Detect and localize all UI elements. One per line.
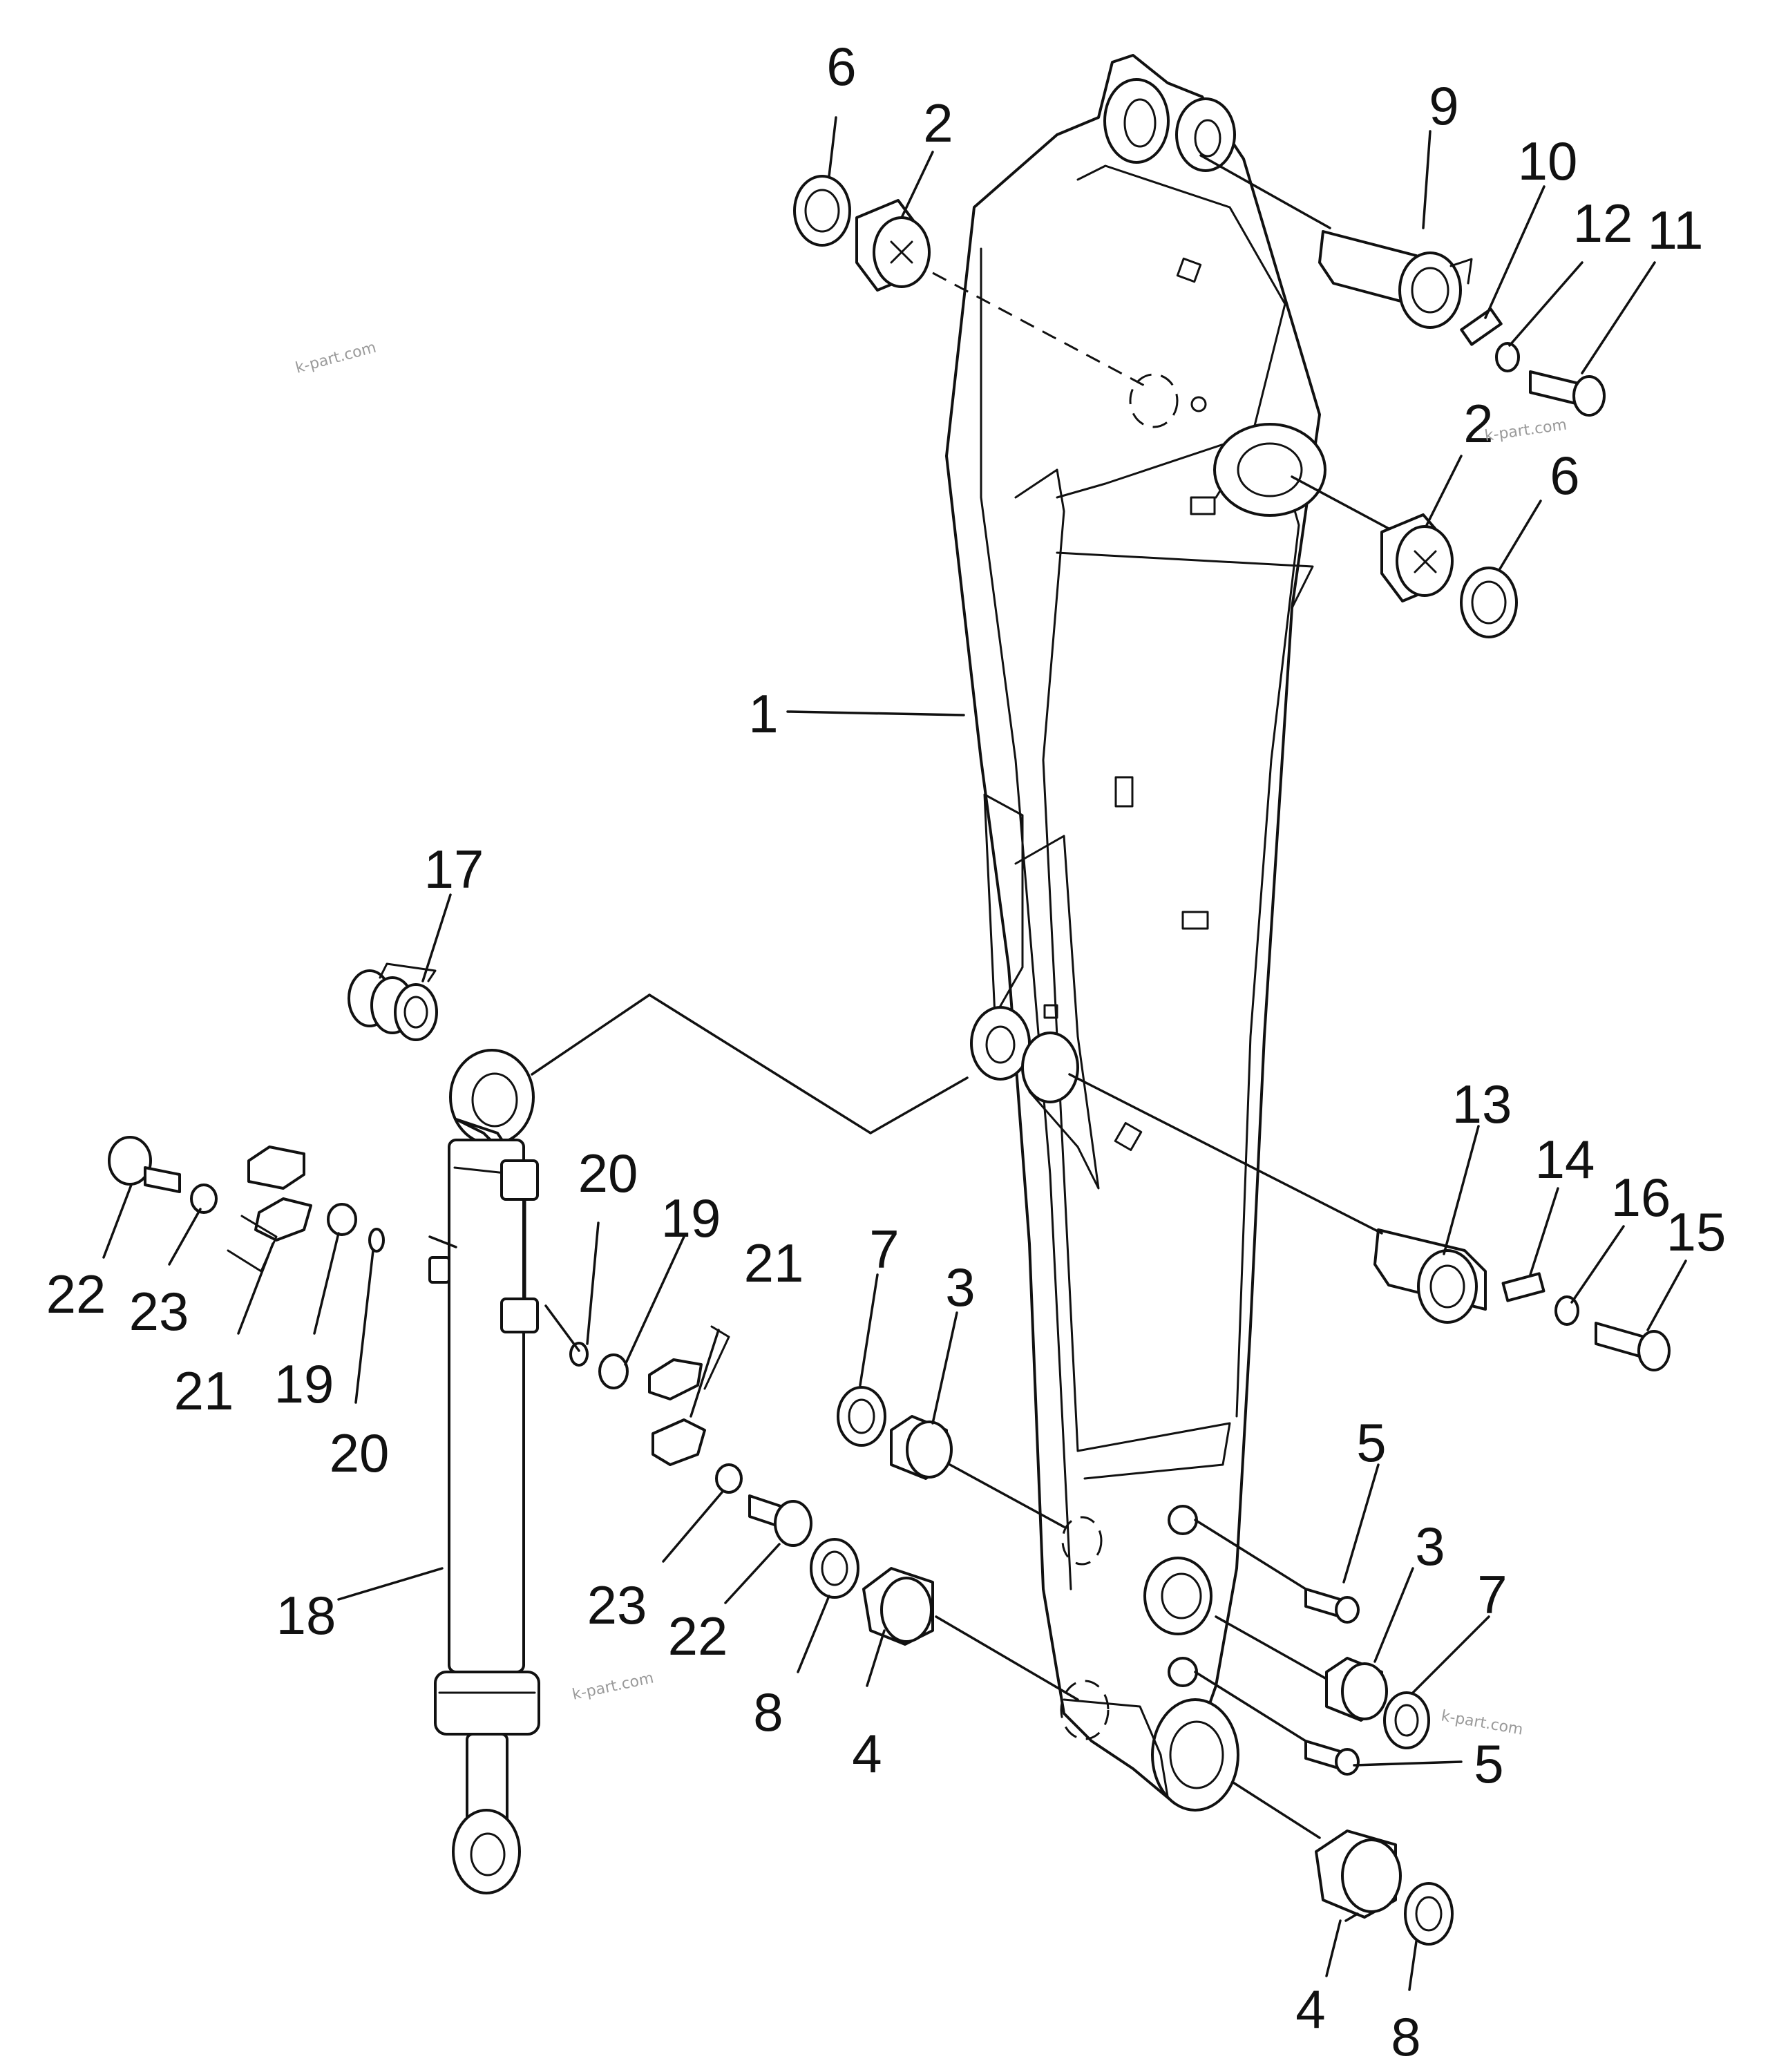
callout-23-left: 23 <box>129 1281 189 1342</box>
callout-5-lower: 5 <box>1474 1733 1503 1794</box>
o-ring-20-left <box>368 1228 385 1253</box>
callout-2-right: 2 <box>1463 393 1493 454</box>
bushing-19-left <box>327 1203 357 1236</box>
callout-22-left: 22 <box>46 1264 106 1324</box>
callout-labels: 6 2 9 10 12 11 2 6 1 17 13 14 16 15 20 1… <box>46 36 1727 2067</box>
callout-7-right: 7 <box>1477 1564 1507 1625</box>
callout-3-mid: 3 <box>945 1257 975 1318</box>
callout-22-right: 22 <box>668 1606 728 1666</box>
washer-12 <box>1495 342 1520 372</box>
washer-23-left <box>190 1184 218 1214</box>
callout-11: 11 <box>1648 200 1704 260</box>
callout-8-bottom: 8 <box>1391 2006 1420 2067</box>
callout-20-left: 20 <box>330 1423 390 1483</box>
callout-15: 15 <box>1666 1201 1727 1262</box>
callout-19-left: 19 <box>274 1353 334 1414</box>
plate-14 <box>1501 1272 1546 1302</box>
watermark-text: k-part.com <box>571 1670 655 1704</box>
callout-5-upper: 5 <box>1356 1412 1386 1473</box>
callout-4-bottom: 4 <box>1295 1979 1325 2040</box>
callout-7-mid: 7 <box>869 1219 899 1280</box>
bushing-19-right <box>598 1353 629 1389</box>
bushing-4-right <box>1315 1829 1402 1919</box>
callout-19-right: 19 <box>661 1188 721 1248</box>
watermark-text: k-part.com <box>1483 417 1568 445</box>
callout-18: 18 <box>276 1585 336 1646</box>
seal-7-right <box>1383 1691 1430 1749</box>
shim-set-17 <box>348 969 438 1041</box>
o-ring-20-right <box>569 1342 589 1367</box>
callout-2-top: 2 <box>923 93 953 153</box>
callout-3-right: 3 <box>1415 1516 1445 1577</box>
seal-6-upper <box>793 175 851 247</box>
plate-10 <box>1460 307 1503 346</box>
callout-9: 9 <box>1429 75 1458 136</box>
seal-8-left <box>810 1538 859 1599</box>
grease-fitting-5-lower <box>1304 1740 1360 1776</box>
callout-6-top: 6 <box>826 36 856 97</box>
callout-16: 16 <box>1611 1167 1671 1228</box>
callout-6-right: 6 <box>1550 445 1579 506</box>
clamp-21-right <box>648 1358 706 1466</box>
clamp-21-left <box>247 1146 312 1242</box>
bolt-11 <box>1529 370 1606 417</box>
callout-10: 10 <box>1518 131 1578 191</box>
watermark-text: k-part.com <box>294 339 378 377</box>
callout-1: 1 <box>748 683 778 744</box>
connection-lines <box>102 116 1687 1991</box>
callout-8-mid: 8 <box>753 1682 783 1742</box>
bushing-3-left <box>890 1415 953 1480</box>
callout-14: 14 <box>1535 1129 1595 1190</box>
grease-fitting-5-upper <box>1304 1588 1360 1624</box>
callout-20-right: 20 <box>578 1143 638 1204</box>
callout-23-right: 23 <box>587 1575 647 1635</box>
bushing-2-lower <box>1380 513 1454 602</box>
seal-6-lower <box>1460 567 1518 638</box>
callout-21-right: 21 <box>744 1233 804 1293</box>
bolt-22-right <box>748 1494 812 1547</box>
seal-8-right <box>1404 1882 1454 1946</box>
pin-13 <box>1373 1228 1487 1324</box>
washer-16 <box>1554 1295 1579 1326</box>
hydraulic-cylinder <box>428 1049 540 1894</box>
boom-arm <box>945 54 1326 1812</box>
seal-7-left <box>837 1386 886 1447</box>
callout-21-left: 21 <box>174 1360 234 1421</box>
bolt-15 <box>1595 1322 1671 1371</box>
bushing-4-left <box>862 1567 934 1646</box>
callout-17: 17 <box>424 839 484 900</box>
callout-4-mid: 4 <box>852 1723 882 1784</box>
pin-9 <box>1318 230 1473 329</box>
washer-23-right <box>715 1463 743 1494</box>
callout-13: 13 <box>1452 1074 1512 1134</box>
callout-12: 12 <box>1573 193 1633 254</box>
bushing-2-upper <box>855 199 931 292</box>
bushing-3-right <box>1325 1657 1388 1722</box>
bolt-22-left <box>108 1136 181 1193</box>
